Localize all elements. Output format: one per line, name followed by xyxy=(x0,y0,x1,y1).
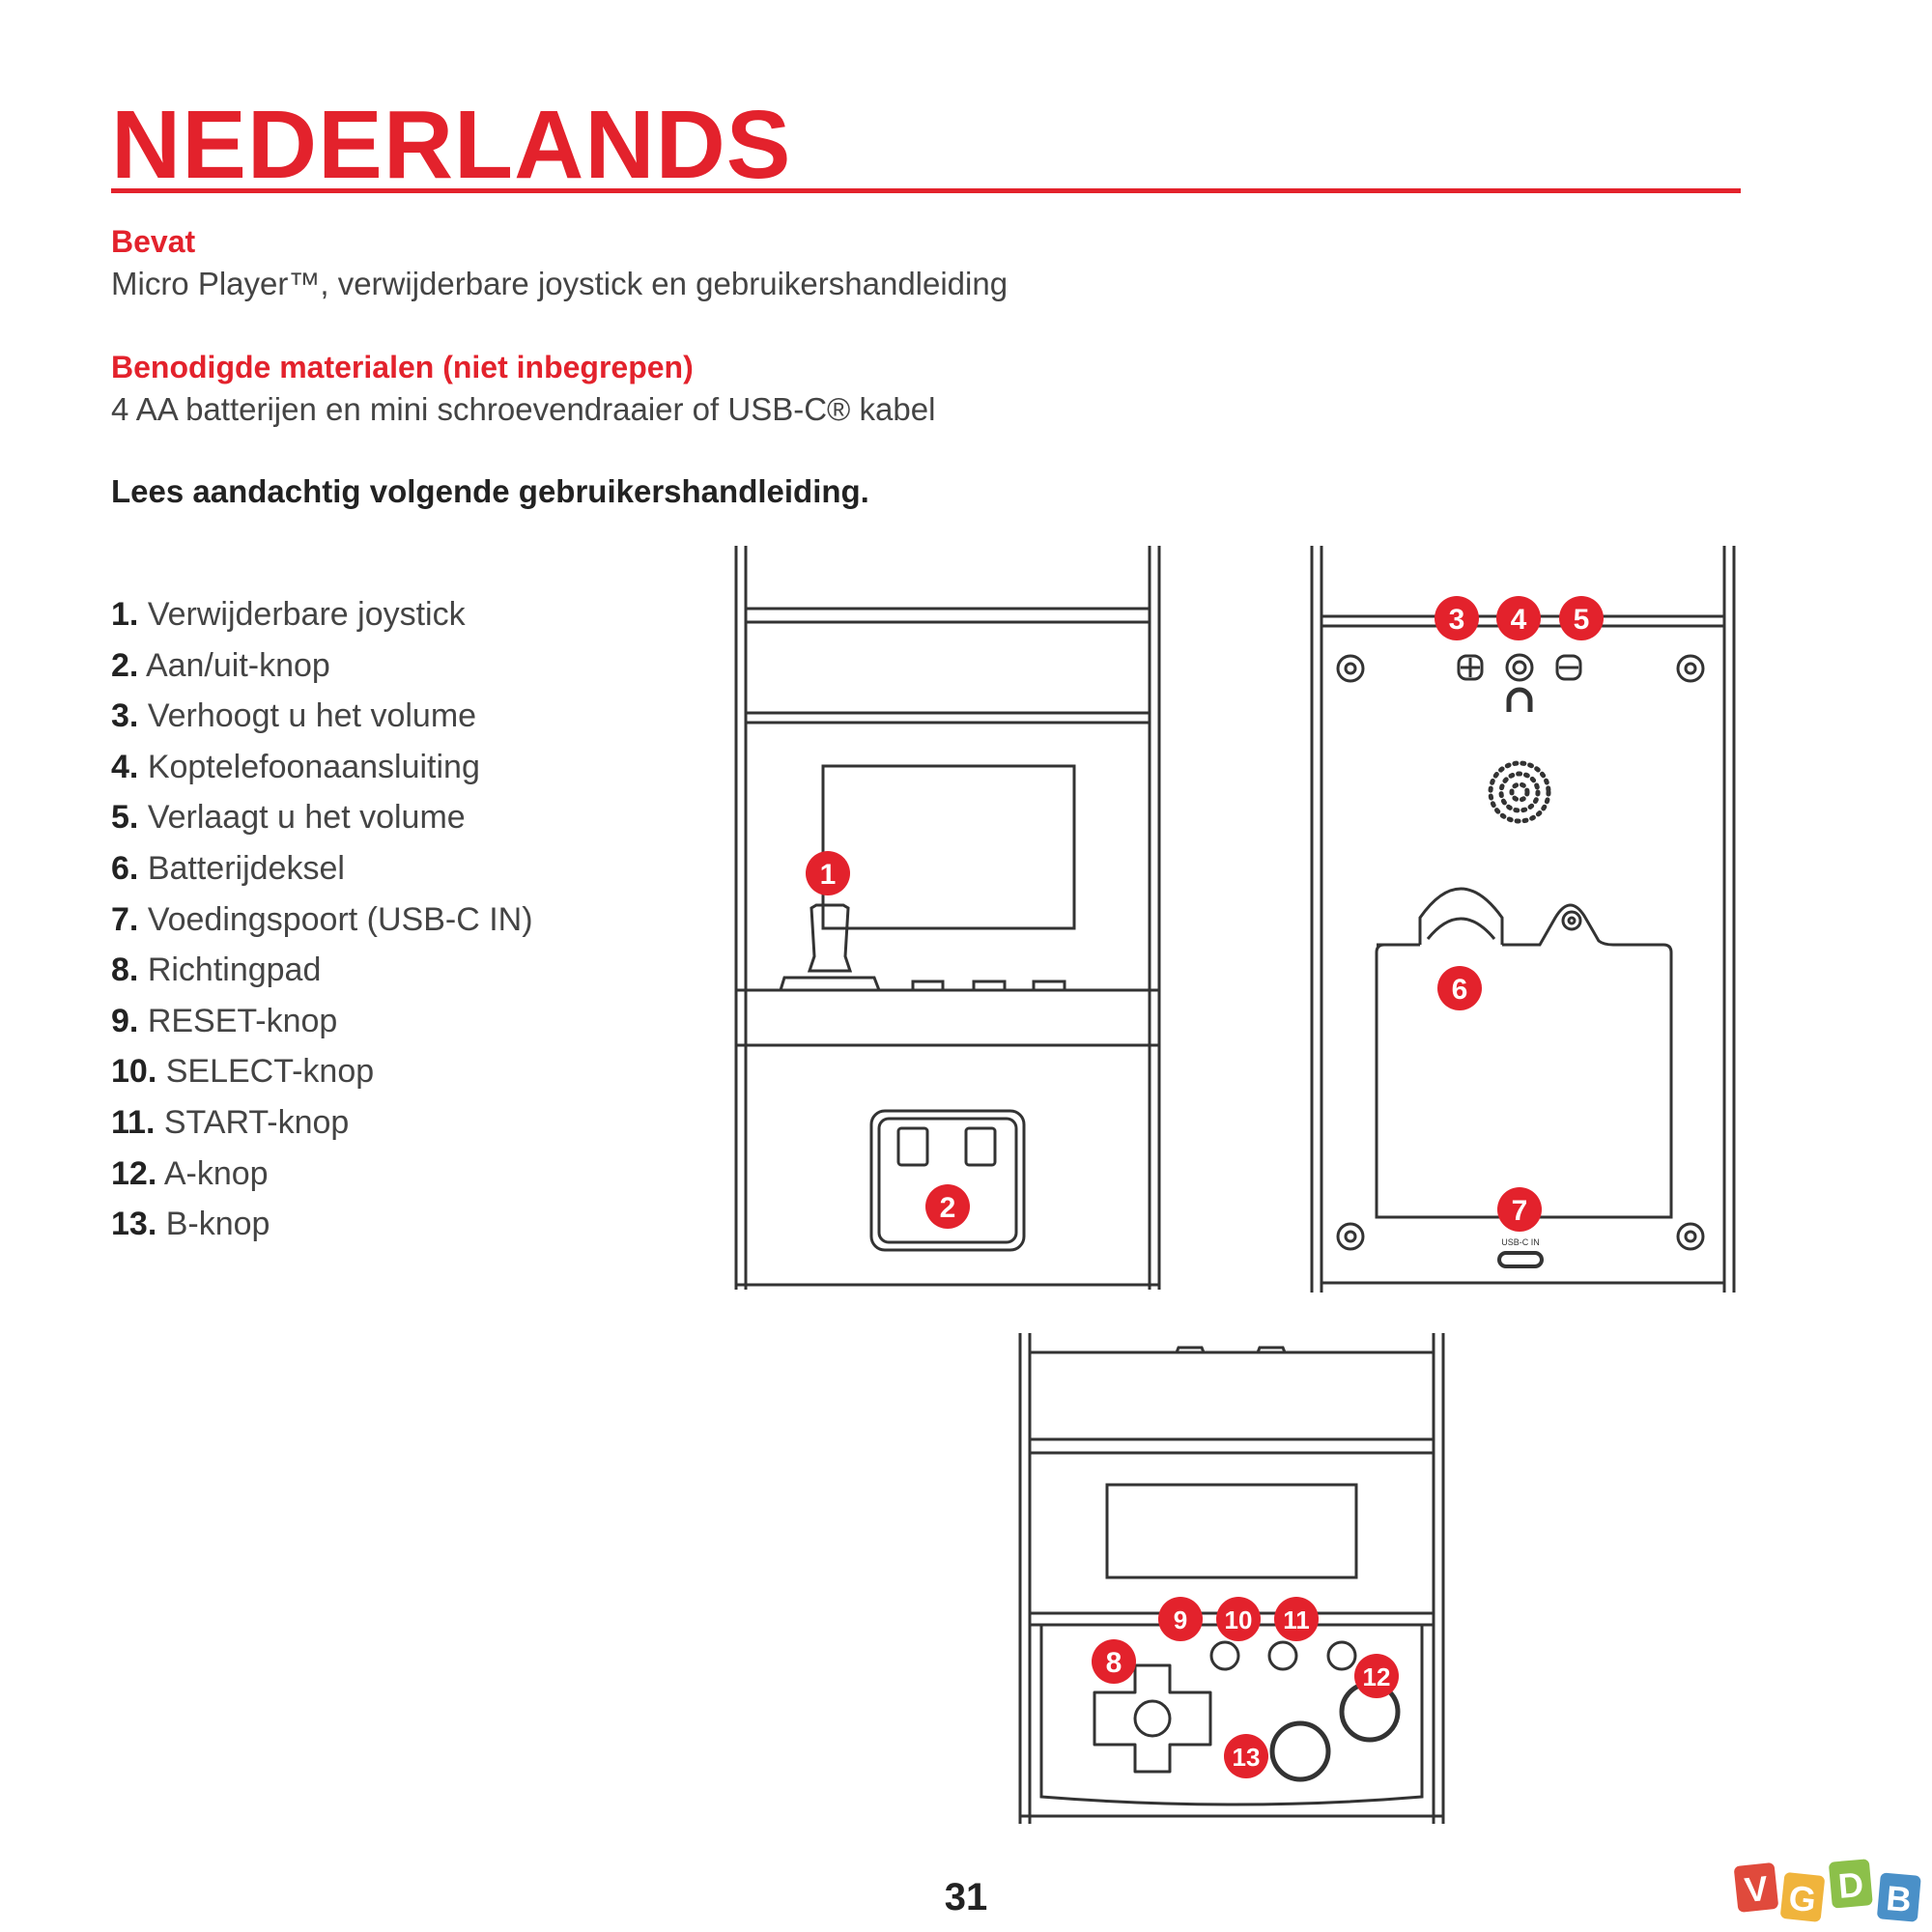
screw-icon xyxy=(1676,1222,1705,1251)
part-item: 4. Koptelefoonaansluiting xyxy=(111,748,480,785)
headphone-jack-icon xyxy=(1505,653,1534,682)
part-item: 7. Voedingspoort (USB-C IN) xyxy=(111,900,533,938)
joystick-icon xyxy=(779,903,881,991)
title-underline xyxy=(111,188,1741,193)
top-screen xyxy=(1105,1483,1358,1579)
materials-text: 4 AA batterijen en mini schroevendraaier… xyxy=(111,391,936,427)
svg-text:10: 10 xyxy=(1225,1605,1253,1634)
callout-badge: 7 xyxy=(1497,1187,1542,1232)
part-item: 10. SELECT-knop xyxy=(111,1053,375,1091)
page-title: NEDERLANDS xyxy=(111,91,792,199)
screw-icon xyxy=(1336,654,1365,683)
callout-badge: 3 xyxy=(1435,596,1479,640)
callout-badge: 11 xyxy=(1274,1597,1319,1641)
svg-text:D: D xyxy=(1836,1864,1864,1906)
callout-badge: 5 xyxy=(1559,596,1604,640)
part-item: 6. Batterijdeksel xyxy=(111,849,345,887)
svg-text:3: 3 xyxy=(1449,604,1465,636)
volume-down-icon xyxy=(1555,654,1582,681)
contents-heading: Bevat xyxy=(111,224,196,259)
callout-badge: 10 xyxy=(1216,1597,1261,1641)
volume-up-icon xyxy=(1457,654,1484,681)
callout-badge: 6 xyxy=(1437,966,1482,1010)
callout-badge: 9 xyxy=(1158,1597,1203,1641)
speaker-grille-icon xyxy=(1488,760,1551,824)
b-button-icon xyxy=(1269,1720,1331,1782)
page-number: 31 xyxy=(944,1876,988,1918)
part-item: 12. A-knop xyxy=(111,1154,269,1192)
reset-button-icon xyxy=(1209,1640,1240,1671)
svg-text:G: G xyxy=(1787,1878,1818,1920)
part-item: 8. Richtingpad xyxy=(111,952,322,989)
svg-text:V: V xyxy=(1743,1868,1770,1910)
power-panel xyxy=(869,1109,1026,1252)
svg-text:9: 9 xyxy=(1174,1605,1187,1634)
headphone-icon xyxy=(1506,687,1533,712)
part-item: 1. Verwijderbare joystick xyxy=(111,596,466,633)
power-switch xyxy=(964,1126,997,1167)
svg-text:5: 5 xyxy=(1574,604,1590,636)
part-item: 11. START-knop xyxy=(111,1103,350,1141)
callout-badge: 1 xyxy=(806,851,850,895)
power-switch xyxy=(896,1126,929,1167)
part-item: 3. Verhoogt u het volume xyxy=(111,697,477,735)
callout-badge: 8 xyxy=(1092,1639,1136,1684)
svg-text:12: 12 xyxy=(1363,1662,1391,1691)
read-manual-notice: Lees aandachtig volgende gebruikershandl… xyxy=(111,473,869,509)
usb-c-port-icon xyxy=(1497,1251,1544,1268)
svg-text:7: 7 xyxy=(1512,1195,1528,1227)
screen xyxy=(821,764,1076,930)
svg-text:B: B xyxy=(1885,1878,1913,1919)
part-item: 2. Aan/uit-knop xyxy=(111,646,330,684)
usb-c-port-label: USB-C IN xyxy=(1501,1237,1540,1247)
vgdb-logo: V G D B xyxy=(1734,1859,1921,1922)
select-button-icon xyxy=(1267,1640,1298,1671)
parts-list: 1. Verwijderbare joystick 2. Aan/uit-kno… xyxy=(111,589,533,1250)
part-item: 5. Verlaagt u het volume xyxy=(111,799,466,837)
svg-text:6: 6 xyxy=(1452,974,1468,1006)
screw-icon xyxy=(1676,654,1705,683)
svg-text:8: 8 xyxy=(1106,1647,1122,1679)
part-item: 13. B-knop xyxy=(111,1206,270,1243)
battery-cover-tab xyxy=(1418,887,1504,945)
back-view-diagram xyxy=(1310,546,1736,1293)
callout-badge: 4 xyxy=(1496,596,1541,640)
svg-text:4: 4 xyxy=(1511,604,1527,636)
screw-icon xyxy=(1336,1222,1365,1251)
svg-text:2: 2 xyxy=(940,1192,956,1224)
svg-text:1: 1 xyxy=(820,859,837,891)
callout-badge: 2 xyxy=(925,1184,970,1229)
top-view-diagram xyxy=(1018,1333,1445,1824)
contents-text: Micro Player™, verwijderbare joystick en… xyxy=(111,266,1009,301)
part-item: 9. RESET-knop xyxy=(111,1002,338,1039)
battery-cover xyxy=(1375,887,1673,1219)
svg-text:13: 13 xyxy=(1233,1743,1261,1772)
start-button-icon xyxy=(1326,1640,1357,1671)
front-view-diagram xyxy=(734,546,1161,1290)
svg-text:11: 11 xyxy=(1283,1605,1310,1634)
callout-badge: 13 xyxy=(1224,1734,1268,1778)
materials-heading: Benodigde materialen (niet inbegrepen) xyxy=(111,350,694,384)
callout-badge: 12 xyxy=(1354,1654,1399,1698)
